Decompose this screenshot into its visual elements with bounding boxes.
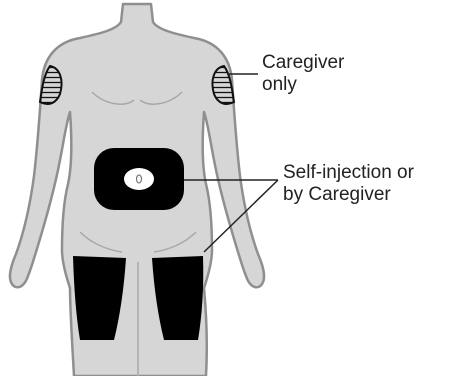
callout-caregiver-only: Caregiver only xyxy=(262,52,344,96)
callout-self-line1: Self-injection or xyxy=(283,162,414,184)
callout-self-line2: by Caregiver xyxy=(283,184,414,206)
callout-caregiver-line1: Caregiver xyxy=(262,52,344,74)
navel-exclusion-zone xyxy=(124,168,154,190)
callout-caregiver-line2: only xyxy=(262,74,344,96)
callout-self-injection: Self-injection or by Caregiver xyxy=(283,162,414,206)
